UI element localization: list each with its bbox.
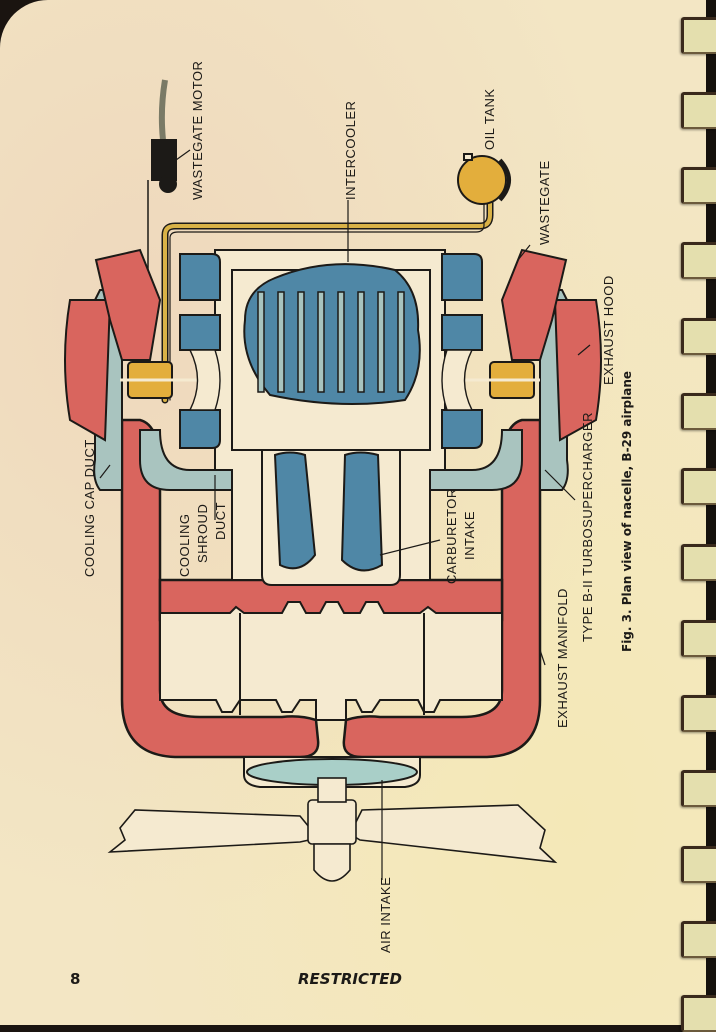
label-intercooler: INTERCOOLER [343,100,358,200]
binding-ring [681,318,716,355]
binding-ring [681,17,716,54]
binding-ring [681,468,716,505]
engine-cylinder-bank [159,601,503,721]
binding-spine [706,0,716,1025]
binding-ring [681,620,716,657]
carburetor-intake [261,449,401,586]
intercooler-core [243,263,421,405]
binding-ring [681,544,716,581]
label-cooling-cap-duct: COOLING CAP DUCT [82,439,97,577]
binding-ring [681,242,716,279]
label-turbosupercharger: TYPE B-II TURBOSUPERCHARGER [580,412,595,642]
label-cooling-shroud-3: DUCT [213,501,228,540]
label-wastegate: WASTEGATE [537,160,552,245]
propeller [107,777,558,882]
label-carburetor-intake-1: CARBURETOR [444,488,459,584]
binding-ring [681,92,716,129]
page-number: 8 [70,970,81,988]
exhaust-hoods [64,248,602,442]
turbo-scroll-housings [179,253,483,449]
label-exhaust-hood: EXHAUST HOOD [601,275,616,385]
label-cooling-shroud-1: COOLING [177,513,192,577]
binding-ring [681,770,716,807]
oil-tank [457,153,511,205]
impellers [188,349,474,411]
binding-ring [681,846,716,883]
binding-ring [681,695,716,732]
oil-lines [161,186,494,404]
leader-lines [99,149,591,880]
label-carburetor-intake-2: INTAKE [462,511,477,560]
classification-label: RESTRICTED [298,970,402,988]
binding-ring [681,995,716,1032]
turbine-wheels [120,361,540,399]
air-intake-duct [243,756,421,788]
figure-caption: Fig. 3. Plan view of nacelle, B-29 airpl… [620,370,634,652]
label-wastegate-motor: WASTEGATE MOTOR [190,60,205,200]
label-oil-tank: OIL TANK [482,88,497,150]
binding-ring [681,921,716,958]
label-air-intake: AIR INTAKE [378,876,393,953]
label-cooling-shroud-2: SHROUD [195,503,210,563]
binding-ring [681,167,716,204]
label-exhaust-manifold: EXHAUST MANIFOLD [555,588,570,728]
binding-ring [681,393,716,430]
